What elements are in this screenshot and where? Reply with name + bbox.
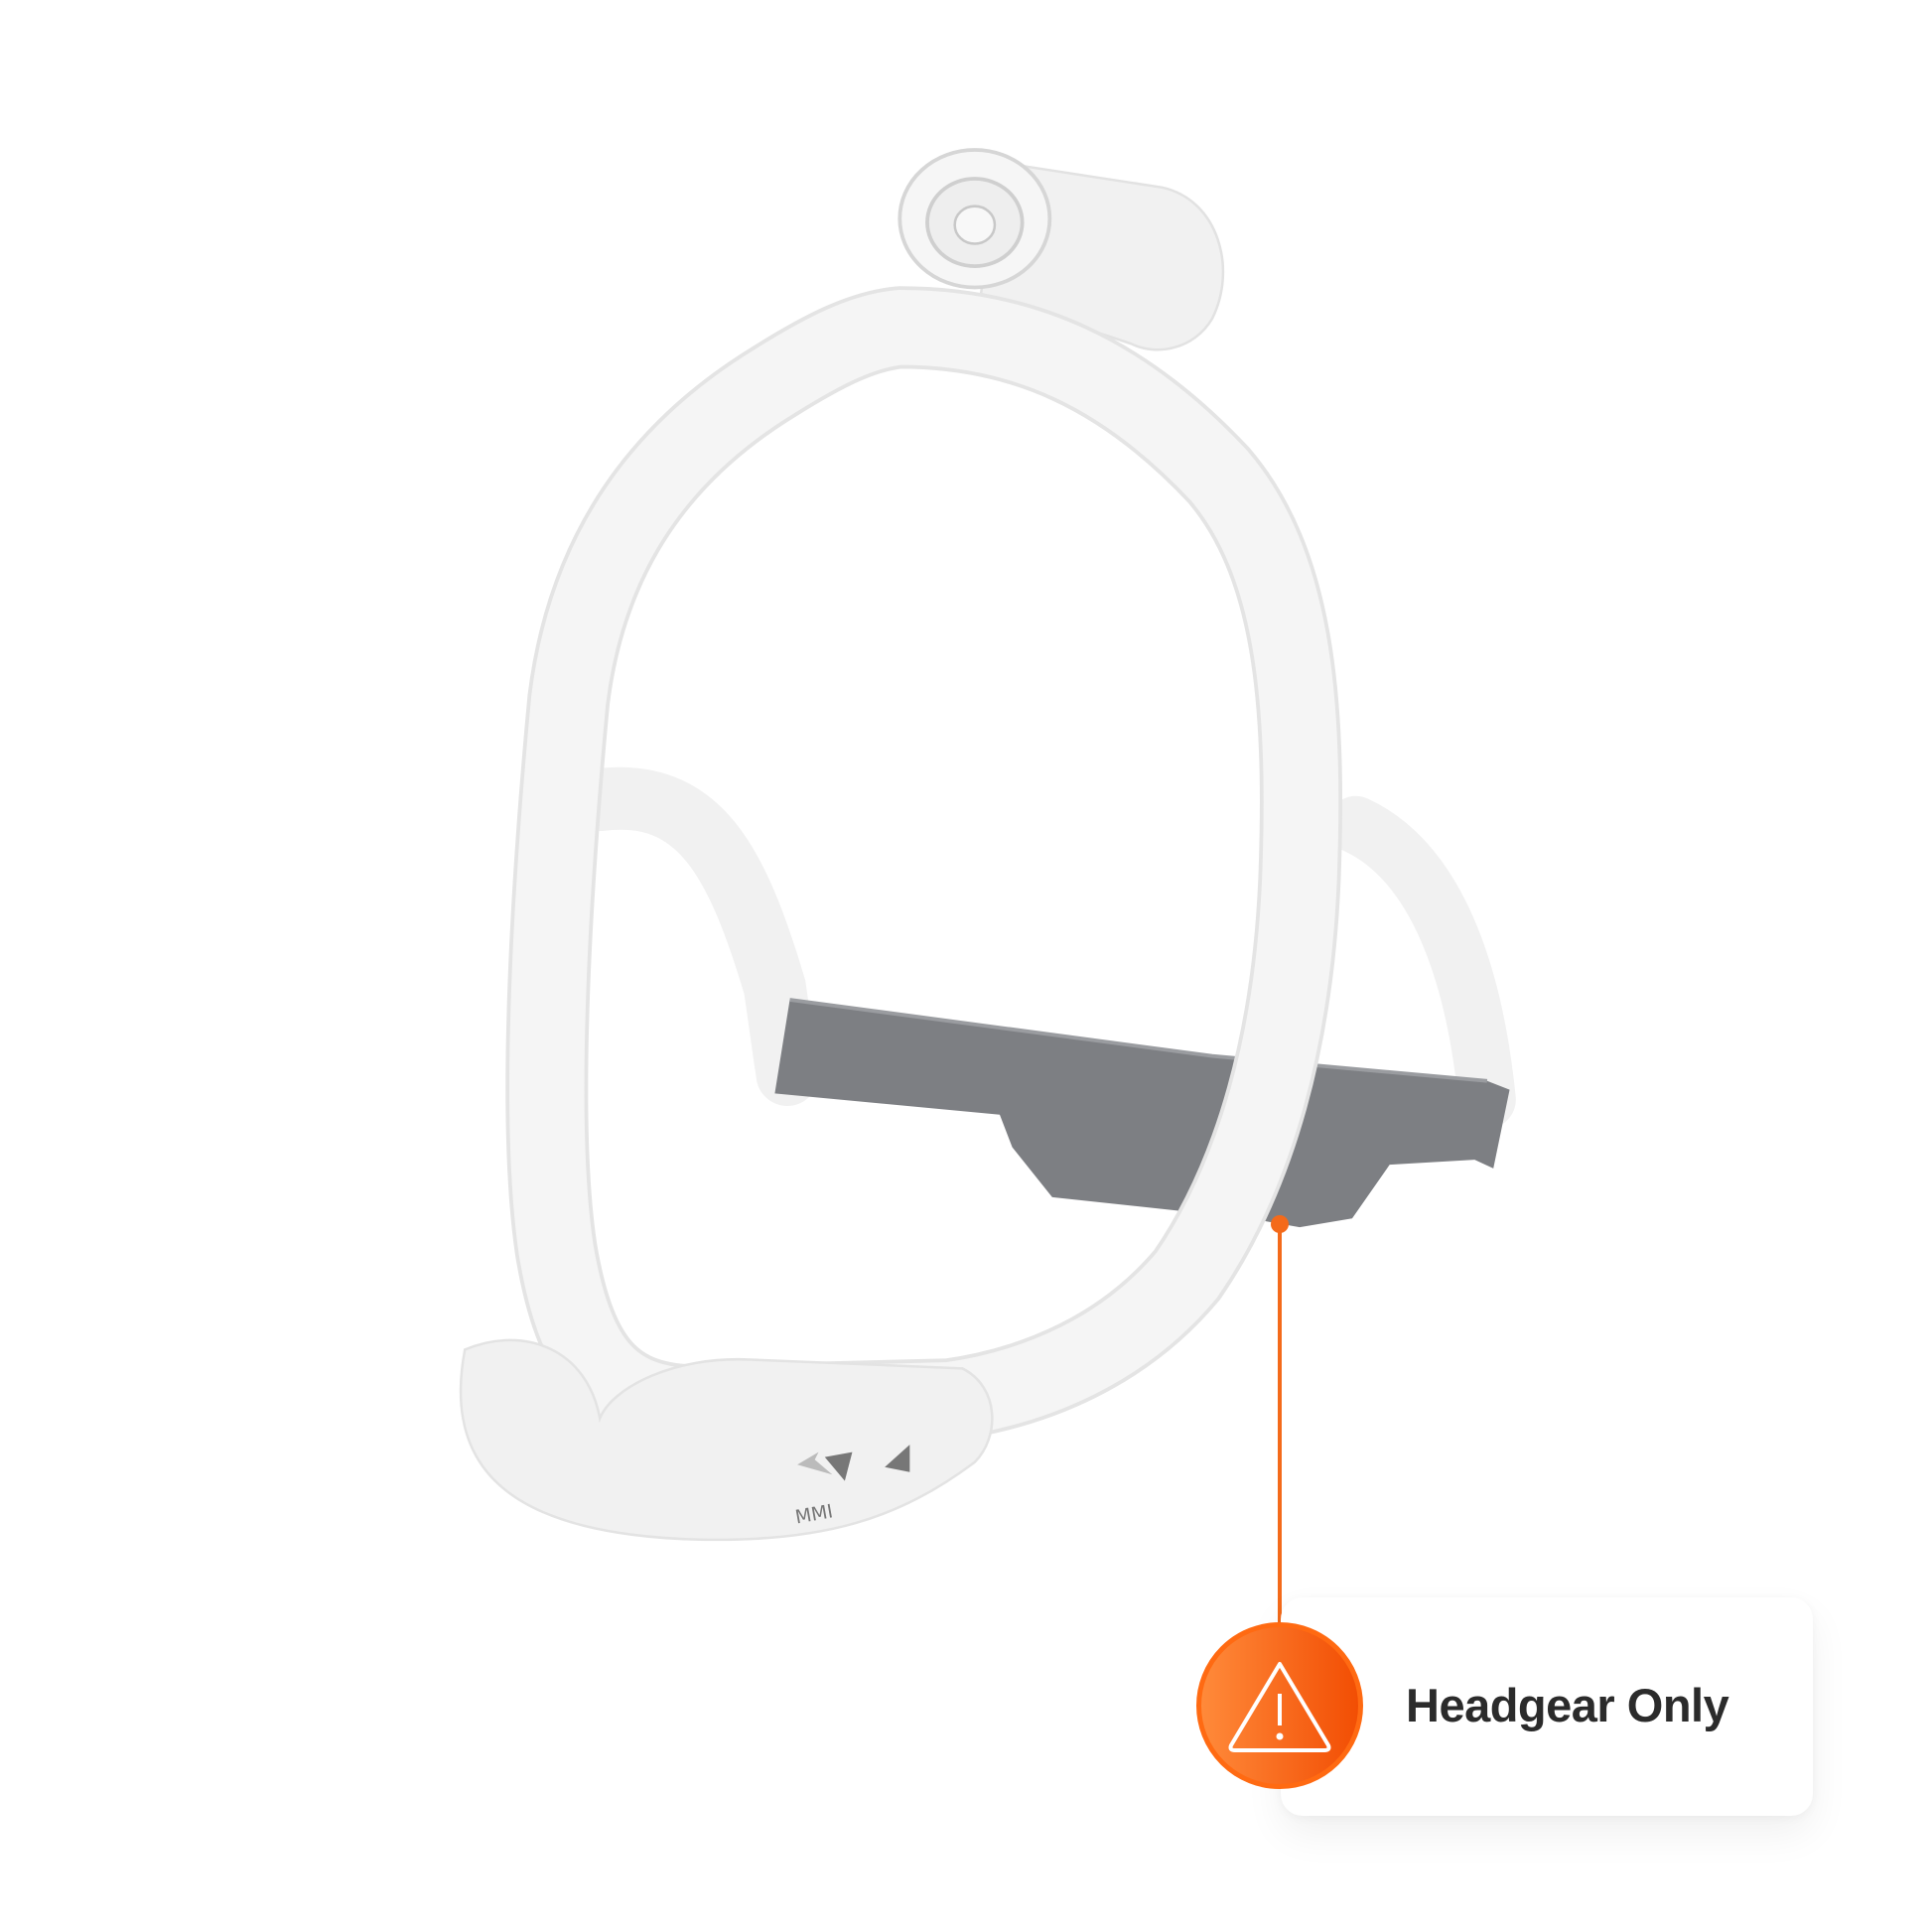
left-side-arm — [568, 766, 819, 1106]
warning-badge — [1196, 1622, 1363, 1789]
warning-triangle-icon — [1228, 1662, 1331, 1752]
callout-anchor-dot — [1271, 1215, 1289, 1233]
nasal-cushion — [459, 1338, 994, 1542]
callout-label: Headgear Only — [1406, 1679, 1729, 1731]
headgear-strap — [774, 999, 1510, 1228]
elbow-connector — [897, 148, 1225, 351]
right-side-arm — [1326, 795, 1516, 1129]
callout-card — [1281, 1597, 1813, 1816]
callout-line — [1278, 1223, 1282, 1630]
